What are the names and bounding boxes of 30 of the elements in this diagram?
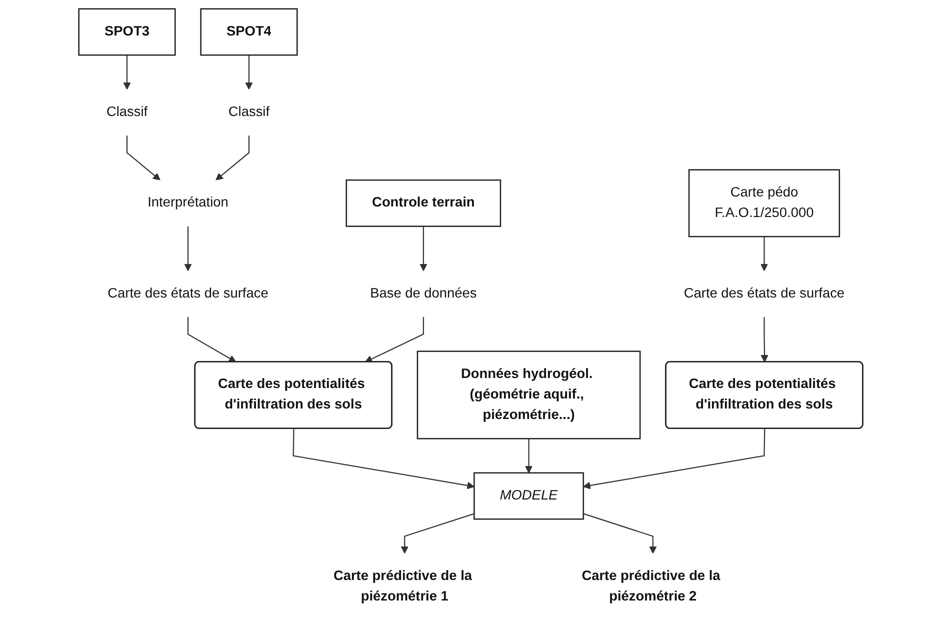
node-text: Classif <box>228 104 270 120</box>
arrow <box>420 226 428 272</box>
arrow <box>245 55 253 90</box>
node-text: Classif <box>106 104 148 120</box>
node-text: Base de données <box>370 286 477 301</box>
node-box <box>78 8 176 56</box>
arrow <box>126 136 160 180</box>
arrow <box>184 226 192 272</box>
node-box <box>473 472 584 520</box>
arrow <box>760 236 768 272</box>
node-text: Carte prédictive de la piézométrie 1 <box>333 568 472 604</box>
arrow <box>400 513 474 554</box>
arrow <box>583 513 657 554</box>
arrow <box>123 55 131 90</box>
node-text: Carte des états de surface <box>108 286 268 301</box>
flowchart: SPOT3 SPOT4 Classif Classif Interprétation Carte des états de surface Controle terrain Base de données Données hydrogéol. (géométrie aquif., piézométrie...) Carte pédo F.A.O.1/250.000 Carte des potentialités d'infiltration des sols Carte des états de surface Carte des potentialités d'infiltration des sols MODELE Carte prédictive de la piézométrie 1 Carte prédictive de la piézométrie 2 <box>72 2 878 627</box>
node-text: Carte prédictive de la piézométrie 2 <box>582 568 720 604</box>
arrow <box>292 428 474 490</box>
node-text: Interprétation <box>148 195 228 210</box>
node-box <box>688 169 840 238</box>
node-text: Carte des états de surface <box>684 286 844 301</box>
arrow <box>187 317 236 362</box>
arrow <box>760 317 768 362</box>
arrow <box>524 438 532 474</box>
node-box <box>346 179 502 227</box>
node-box <box>416 350 641 440</box>
arrow <box>364 317 424 362</box>
node-box <box>200 8 298 56</box>
arrow <box>583 428 766 490</box>
arrow <box>216 136 250 180</box>
